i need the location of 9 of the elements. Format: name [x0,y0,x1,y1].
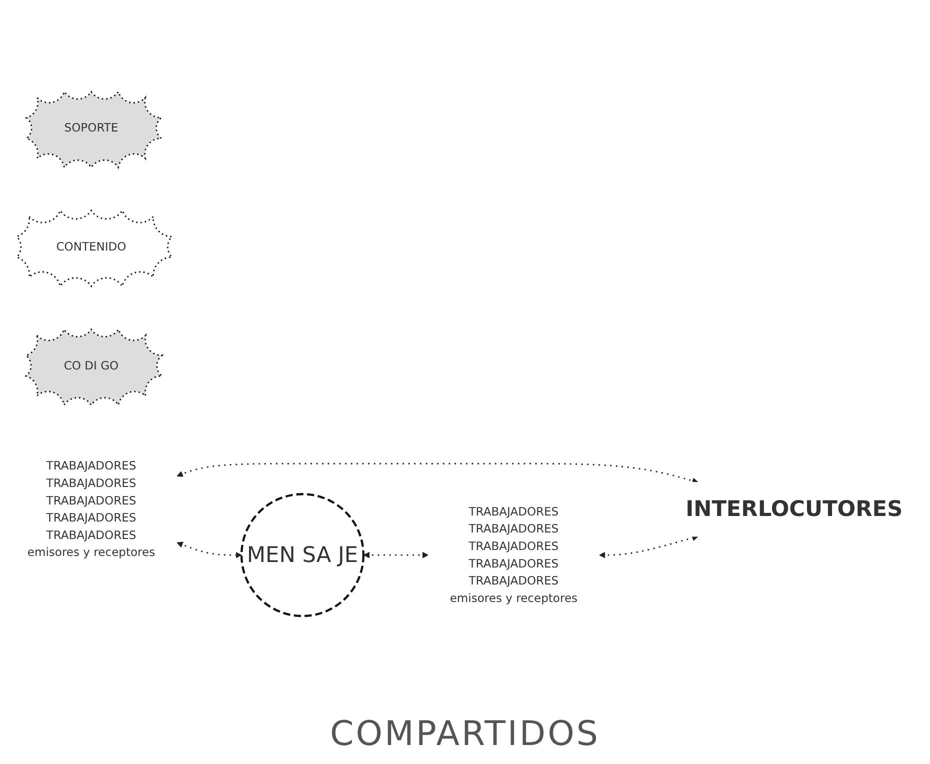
arrow [599,535,698,558]
node-text: TRABAJADORES TRABAJADORES TRABAJADORES TRABAJADORES TRABAJADORES emisores y receptores [27,459,156,560]
arrow [363,552,429,558]
node-text: TRABAJADORES TRABAJADORES TRABAJADORES TRABAJADORES TRABAJADORES emisores y receptores [450,504,578,606]
shared-label: COMPARTIDOS [330,714,600,754]
arrow [176,542,242,558]
node-circle: MEN SA JE [240,493,364,618]
node-text: INTERLOCUTORES [686,497,903,522]
arrow [176,463,698,484]
